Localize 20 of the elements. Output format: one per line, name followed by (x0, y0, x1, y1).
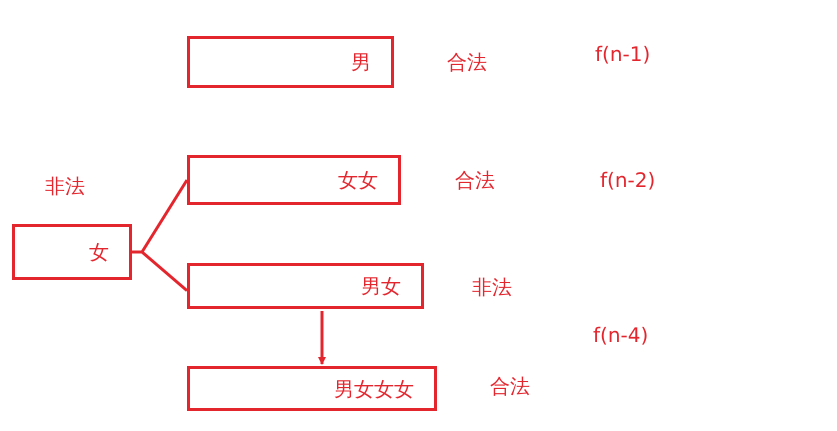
note-text: 合法 (447, 49, 487, 76)
connector-line (132, 250, 188, 292)
rectangle-box (187, 155, 401, 205)
note-text: 非法 (472, 274, 512, 301)
box-text: 男 (351, 52, 371, 72)
note-text: 非法 (45, 173, 85, 200)
box-text: 女 (89, 242, 109, 262)
rectangle-box (187, 36, 394, 88)
note-text: f(n-2) (600, 167, 656, 194)
note-text: 合法 (455, 167, 495, 194)
box-text: 男女女女 (334, 378, 414, 398)
note-text: f(n-1) (595, 41, 650, 68)
note-text: 合法 (490, 373, 530, 400)
rectangle-box (187, 366, 437, 411)
rectangle-box (12, 224, 132, 280)
box-text: 女女 (338, 170, 378, 190)
box-text: 男女 (361, 276, 401, 296)
arrow (318, 311, 326, 365)
note-text: f(n-4) (593, 322, 648, 349)
rectangle-box (187, 263, 424, 309)
